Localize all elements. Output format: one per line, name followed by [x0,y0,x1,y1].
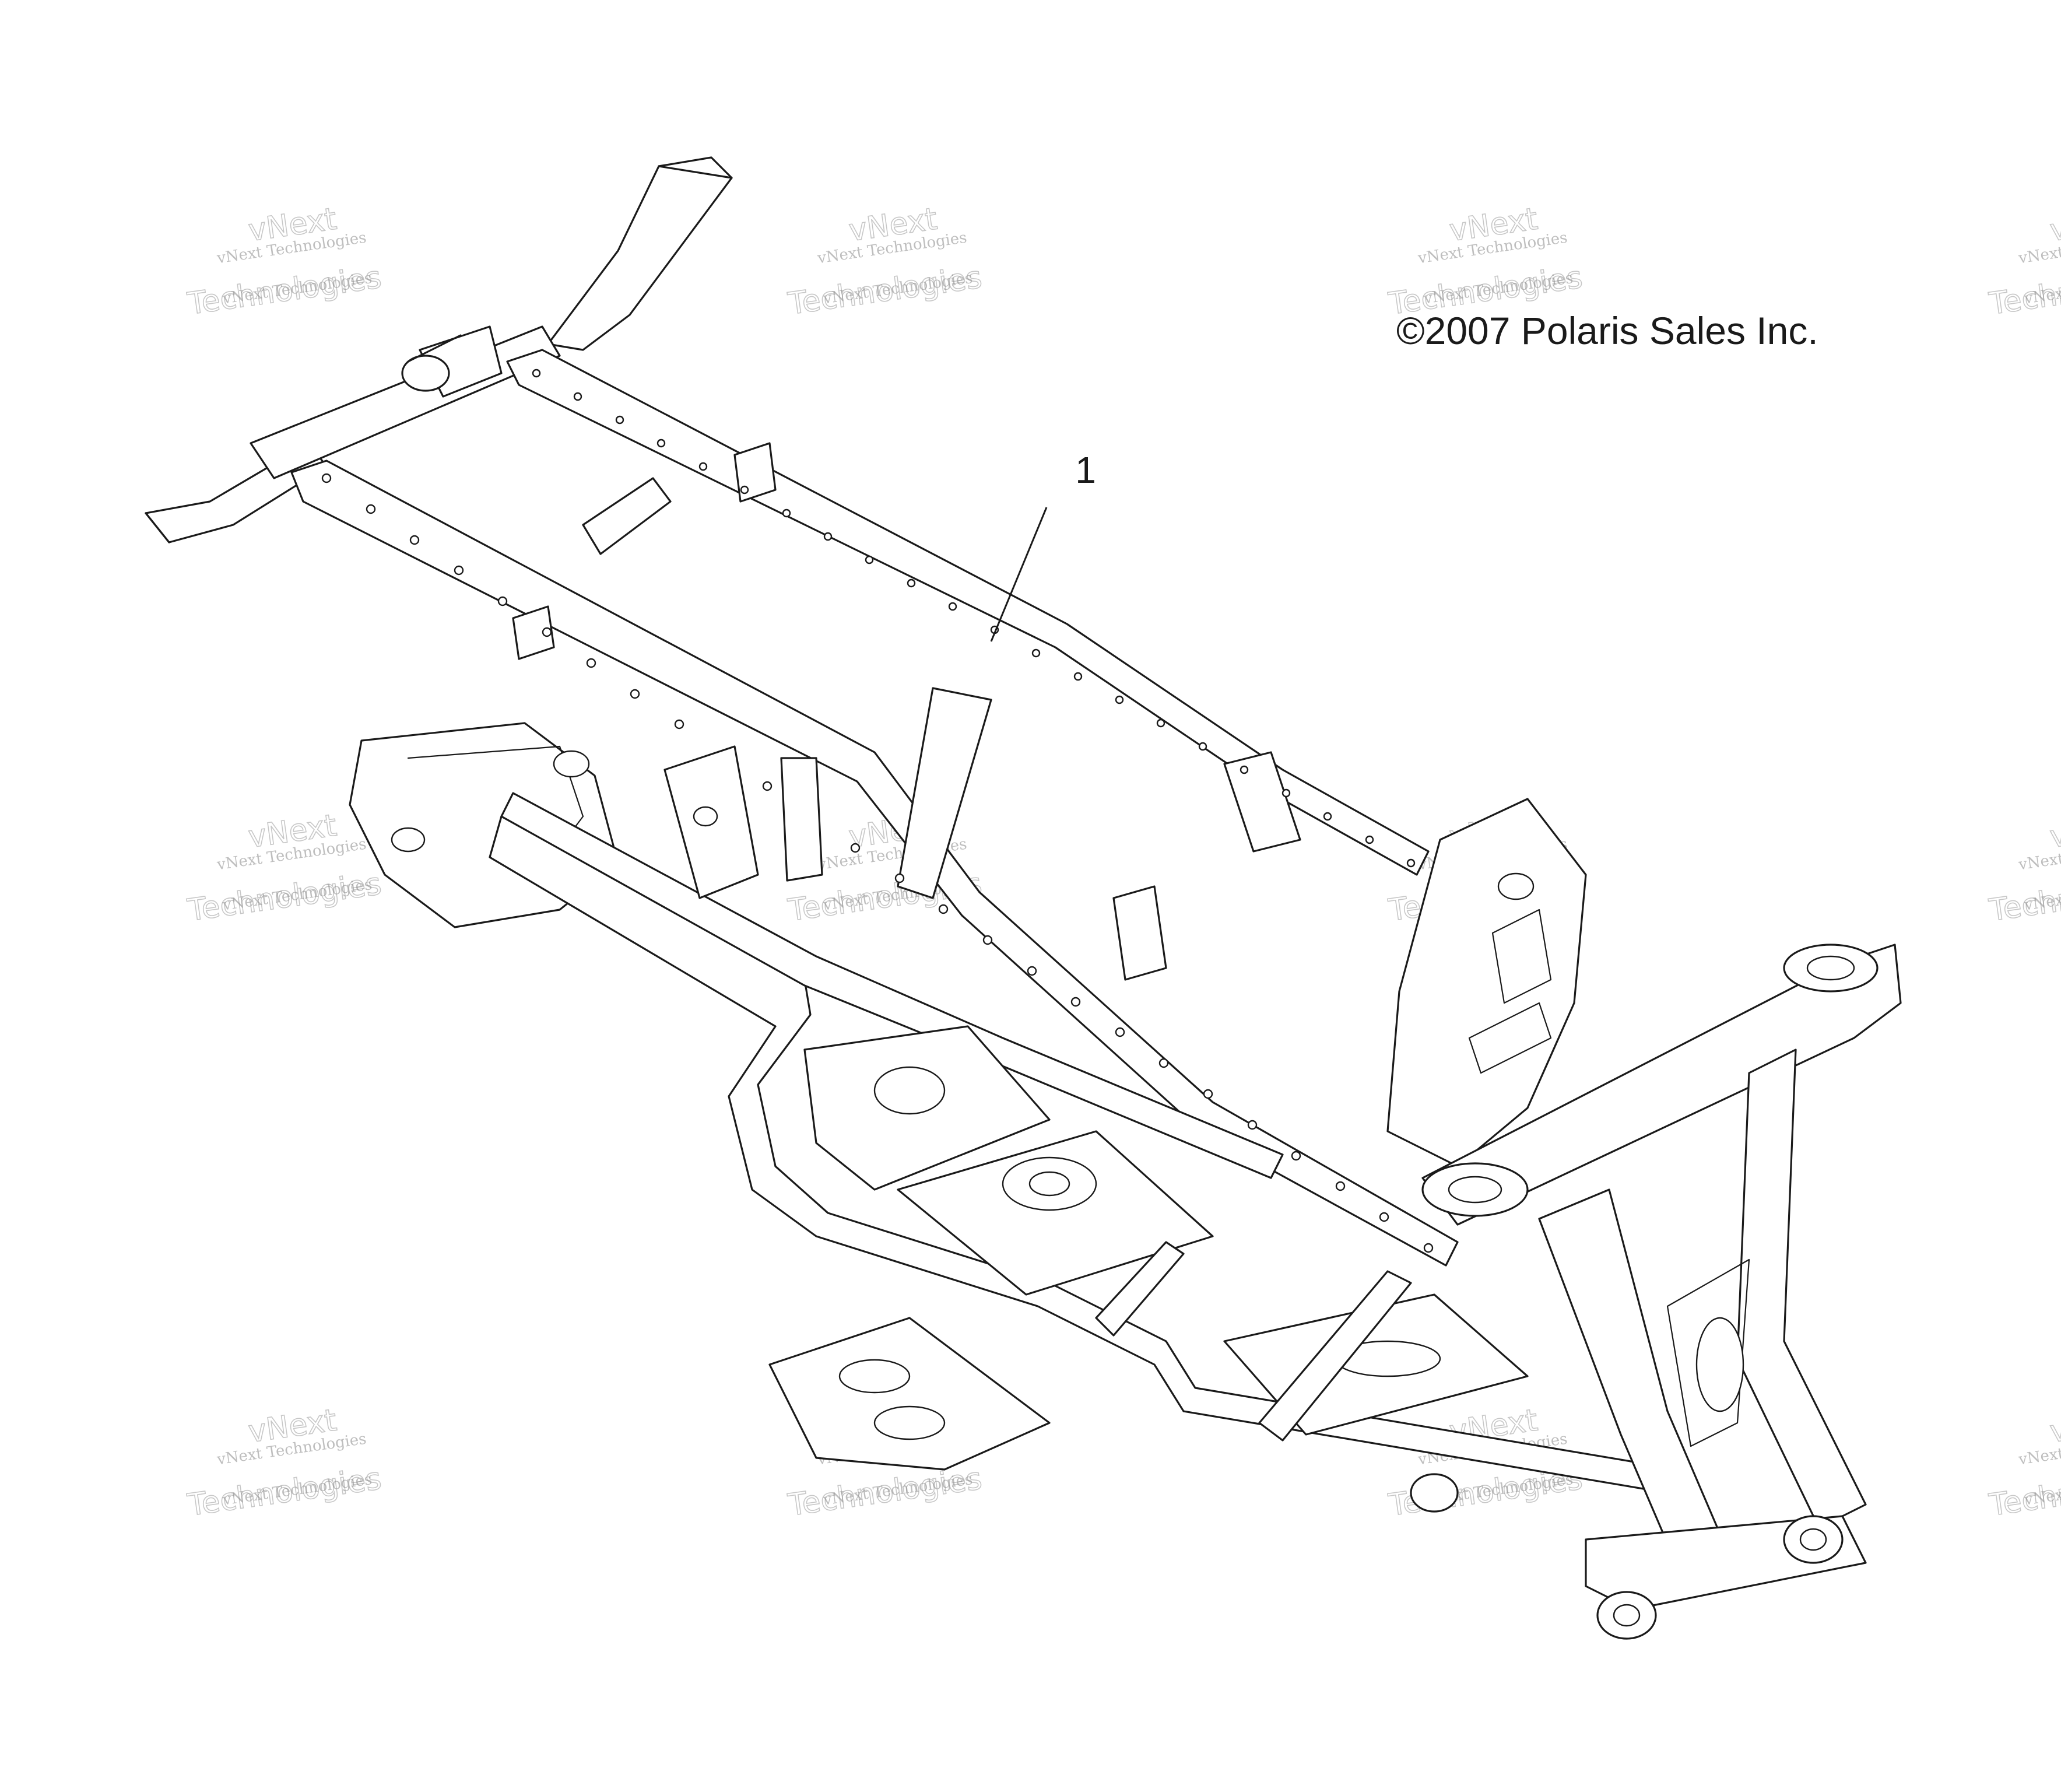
rail-hole [948,602,957,611]
rail-hole [674,719,684,730]
callout-1: 1 [990,449,1096,642]
rail-hole [1335,1181,1346,1191]
watermark-top-word: vNext [2048,808,2061,855]
rail-hole [1365,835,1374,844]
rail-hole [573,392,582,401]
rail-hole [542,627,552,637]
rail-hole [1247,1120,1258,1130]
rail-hole [1291,1151,1301,1161]
rail-hole [615,415,624,425]
rail-hole [907,578,916,588]
watermark-top-word: vNext [2048,1403,2061,1450]
rail-hole [1323,812,1332,821]
rail-hole [1406,858,1416,868]
callout-1-leader [990,507,1048,642]
rail-hole [823,532,833,541]
rail-hole [1198,742,1207,751]
watermark-top-word: vNext [2048,202,2061,249]
rail-hole [1073,672,1083,681]
rail-hole [1070,997,1081,1007]
rail-hole [1027,966,1037,976]
rail-hole [1115,1027,1125,1037]
rail-hole [1423,1243,1434,1253]
copyright-notice: ©2007 Polaris Sales Inc. [1396,309,1818,352]
rail-hole [850,843,861,853]
rail-hole [1240,765,1249,774]
rail-hole [1115,695,1124,704]
rail-hole [740,485,749,495]
rail-hole [532,369,541,378]
rail-hole [762,781,773,791]
rail-hole [366,504,376,514]
callout-1-label: 1 [1075,449,1096,491]
lower-chassis [349,722,1902,1640]
rail-hole [409,535,420,545]
rail-hole [656,439,666,448]
upper-frame-rail [145,156,1459,1267]
rail-hole [782,509,791,518]
rail-hole [865,555,874,564]
rail-hole [938,904,949,914]
rail-hole [586,658,596,668]
rail-hole [1203,1089,1213,1099]
rail-hole [497,596,508,606]
rail-hole [321,473,332,483]
rail-hole [1281,788,1291,798]
rail-hole [698,462,708,471]
rail-hole [982,935,993,945]
rail-hole [630,689,640,699]
rail-hole [1031,648,1041,658]
rail-hole [1158,1058,1169,1068]
rail-hole [1156,718,1165,728]
rail-hole [894,873,905,883]
rail-hole [1379,1212,1389,1222]
rail-hole [454,565,464,576]
